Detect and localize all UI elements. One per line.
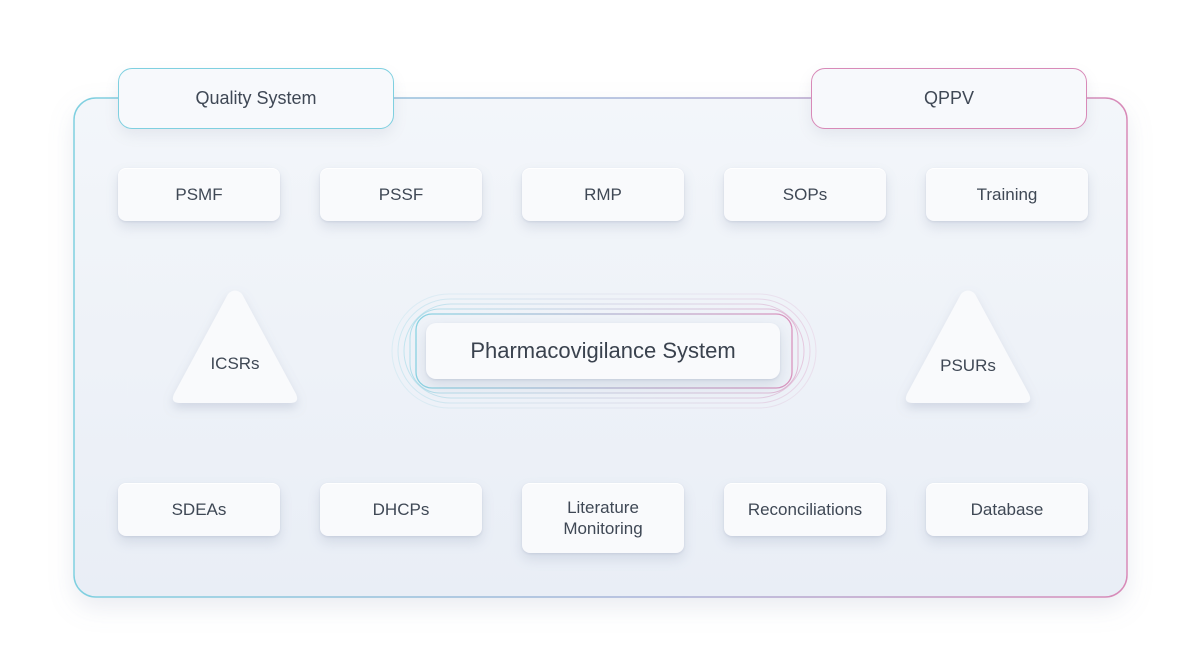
card-label: Database [970, 500, 1044, 519]
card-label: PSSF [378, 185, 424, 204]
reconciliations-card: Reconciliations [724, 483, 886, 536]
training-card: Training [926, 168, 1088, 221]
icsrs-label: ICSRs [210, 354, 260, 373]
psurs-label: PSURs [940, 356, 996, 375]
card-label: DHCPs [372, 500, 430, 519]
pharmacovigilance-system-card: Pharmacovigilance System [426, 323, 780, 379]
qppv-tab: QPPV [811, 68, 1087, 129]
card-label: SDEAs [171, 500, 227, 519]
sdeas-card: SDEAs [118, 483, 280, 536]
sops-card: SOPs [724, 168, 886, 221]
card-label: RMP [584, 185, 622, 204]
pssf-card: PSSF [320, 168, 482, 221]
card-label: Training [976, 185, 1038, 204]
database-card: Database [926, 483, 1088, 536]
card-label: PSMF [175, 185, 223, 204]
psurs-triangle: PSURs [903, 290, 1033, 405]
triangle-shape [172, 290, 298, 403]
rmp-card: RMP [522, 168, 684, 221]
literature-monitoring-card: Literature Monitoring [522, 483, 684, 553]
card-label: Literature Monitoring [563, 498, 643, 538]
qppv-label: QPPV [923, 88, 975, 108]
center-rings [391, 293, 817, 409]
center-node: Pharmacovigilance System [416, 314, 792, 388]
quality-system-label: Quality System [195, 88, 317, 108]
icsrs-triangle: ICSRs [170, 290, 300, 405]
dhcps-card: DHCPs [320, 483, 482, 536]
quality-system-tab: Quality System [118, 68, 394, 129]
psmf-card: PSMF [118, 168, 280, 221]
triangle-shape [905, 290, 1031, 403]
card-label: Reconciliations [747, 500, 863, 519]
card-label: SOPs [782, 185, 828, 204]
center-label: Pharmacovigilance System [470, 338, 736, 363]
